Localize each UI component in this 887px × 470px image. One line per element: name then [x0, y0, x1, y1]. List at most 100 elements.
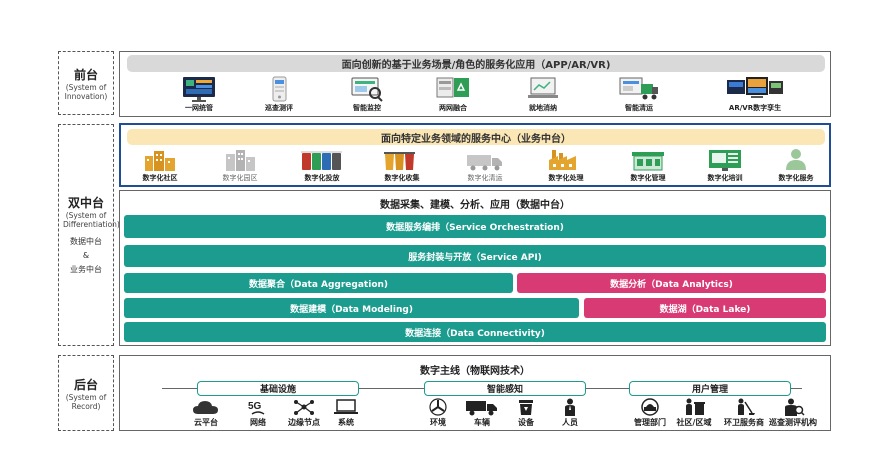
- business-item-label: 数字化培训: [707, 174, 743, 182]
- back-heading: 数字主线（物联网技术）: [420, 366, 530, 377]
- bin-device-icon: [519, 400, 533, 415]
- back-item-label: 环境: [430, 418, 446, 427]
- laptop-icon: [334, 399, 358, 414]
- data-lake-bar: 数据湖（Data Lake): [584, 298, 826, 318]
- tier-middle: 双中台 (System of Differentiation) 数据中台 & 业…: [58, 124, 120, 346]
- community-buildings-icon: [145, 151, 175, 171]
- svg-text:5G: 5G: [248, 401, 262, 412]
- back-item-environment: 环境: [420, 398, 456, 428]
- back-item-vehicle: 车辆: [462, 398, 502, 428]
- front-app-1: 一网统管: [160, 76, 238, 113]
- business-section: [119, 123, 831, 187]
- back-item-sanitation: 环卫服务商: [718, 398, 770, 428]
- fan-icon: [429, 398, 447, 416]
- back-item-label: 边缘节点: [288, 418, 320, 427]
- front-app-5: 就地消纳: [504, 76, 582, 113]
- front-app-label: 智能清运: [625, 104, 653, 112]
- front-app-6: 智能清运: [600, 76, 678, 113]
- group-user-management: 用户管理: [629, 381, 791, 396]
- back-item-system: 系统: [328, 398, 364, 428]
- service-person-icon: [786, 149, 806, 170]
- back-item-admin: 管理部门: [624, 398, 676, 428]
- back-item-label: 车辆: [474, 418, 490, 427]
- inspector-icon: [785, 398, 805, 416]
- back-section: [119, 355, 831, 431]
- back-item-device: 设备: [508, 398, 544, 428]
- dashboard-screen-icon: [183, 77, 215, 102]
- 5g-icon: 5G: [248, 401, 265, 415]
- business-item-label: 数字化社区: [142, 174, 178, 182]
- tier-front-title: 前台: [73, 67, 98, 82]
- front-app-label: 一网统管: [185, 104, 213, 112]
- business-item-4: 数字化收集: [370, 148, 434, 183]
- business-item-6: 数字化处理: [534, 148, 598, 183]
- back-item-label: 系统: [338, 418, 354, 427]
- park-buildings-icon: [226, 150, 255, 171]
- tier-back-title: 后台: [73, 377, 98, 392]
- data-api-bar: 服务封装与开放（Service API): [124, 245, 826, 267]
- front-app-label: AR/VR数字孪生: [728, 104, 782, 112]
- front-app-label: 智能监控: [353, 104, 381, 112]
- tier-middle-line2: 业务中台: [70, 264, 102, 274]
- back-item-community: 社区/区域: [668, 398, 720, 428]
- business-item-1: 数字化社区: [128, 148, 192, 183]
- back-item-label: 巡查测评机构: [769, 418, 817, 427]
- truck-screen-icon: [619, 77, 658, 100]
- business-item-5: 数字化清运: [453, 148, 517, 183]
- tier-back: 后台 (System of Record): [58, 355, 114, 431]
- back-item-label: 社区/区域: [676, 418, 712, 427]
- sorting-bins-icon: [301, 151, 342, 170]
- ar-vr-screens-icon: [727, 77, 783, 98]
- business-item-label: 数字化投放: [304, 174, 340, 182]
- data-orchestration-bar: 数据服务编排（Service Orchestration): [124, 215, 826, 238]
- back-item-inspection: 巡查测评机构: [764, 398, 822, 428]
- business-item-label: 数字化服务: [778, 174, 814, 182]
- back-item-edge: 边缘节点: [279, 398, 329, 428]
- business-item-label: 数字化管理: [630, 174, 666, 182]
- business-item-2: 数字化园区: [208, 148, 272, 183]
- training-board-icon: [709, 150, 741, 171]
- tier-back-sub: (System of Record): [65, 392, 107, 411]
- business-item-label: 数字化处理: [548, 174, 584, 182]
- back-item-label: 环卫服务商: [724, 418, 764, 427]
- tier-middle-sub: (System of Differentiation): [63, 210, 120, 229]
- data-heading: 数据采集、建模、分析、应用（数据中台）: [380, 200, 570, 211]
- person-icon: [565, 398, 575, 416]
- data-analytics-bar: 数据分析（Data Analytics): [517, 273, 826, 293]
- building-dome-icon: [641, 398, 659, 416]
- collection-bins-icon: [384, 152, 415, 170]
- mobile-app-icon: [272, 76, 287, 102]
- back-item-label: 管理部门: [634, 418, 666, 427]
- edge-nodes-icon: [294, 400, 314, 415]
- business-item-label: 数字化清运: [467, 174, 503, 182]
- data-modeling-bar: 数据建模（Data Modeling): [124, 298, 579, 318]
- tier-middle-title: 双中台: [67, 195, 104, 210]
- business-item-label: 数字化收集: [384, 174, 420, 182]
- tier-middle-line1: 数据中台: [70, 236, 102, 246]
- station-icon: [632, 152, 664, 171]
- trash-person-icon: [686, 398, 705, 415]
- front-section: [119, 51, 831, 117]
- monitor-search-icon: [351, 77, 383, 102]
- back-item-person: 人员: [552, 398, 588, 428]
- back-item-cloud: 云平台: [188, 398, 224, 428]
- front-heading: 面向创新的基于业务场景/角色的服务化应用（APP/AR/VR): [127, 55, 825, 72]
- business-item-7: 数字化管理: [616, 148, 680, 183]
- tier-front: 前台 (System of Innovation): [58, 51, 114, 115]
- back-item-network: 5G 网络: [240, 398, 276, 428]
- business-item-label: 数字化园区: [222, 174, 258, 182]
- recycle-screen-icon: [436, 77, 469, 98]
- front-app-label: 两网融合: [439, 104, 467, 112]
- tier-middle-amp: &: [82, 250, 90, 260]
- back-item-label: 云平台: [194, 418, 218, 427]
- front-app-3: 智能监控: [328, 76, 406, 113]
- factory-icon: [549, 150, 576, 170]
- tier-front-sub: (System of Innovation): [64, 82, 108, 101]
- group-infrastructure: 基础设施: [197, 381, 359, 396]
- back-item-label: 人员: [562, 418, 578, 427]
- back-item-label: 设备: [518, 418, 534, 427]
- front-app-label: 就地消纳: [529, 104, 557, 112]
- front-app-2: 巡查测评: [240, 76, 318, 113]
- transport-truck-icon: [467, 155, 502, 171]
- data-connectivity-bar: 数据连接（Data Connectivity): [124, 322, 826, 342]
